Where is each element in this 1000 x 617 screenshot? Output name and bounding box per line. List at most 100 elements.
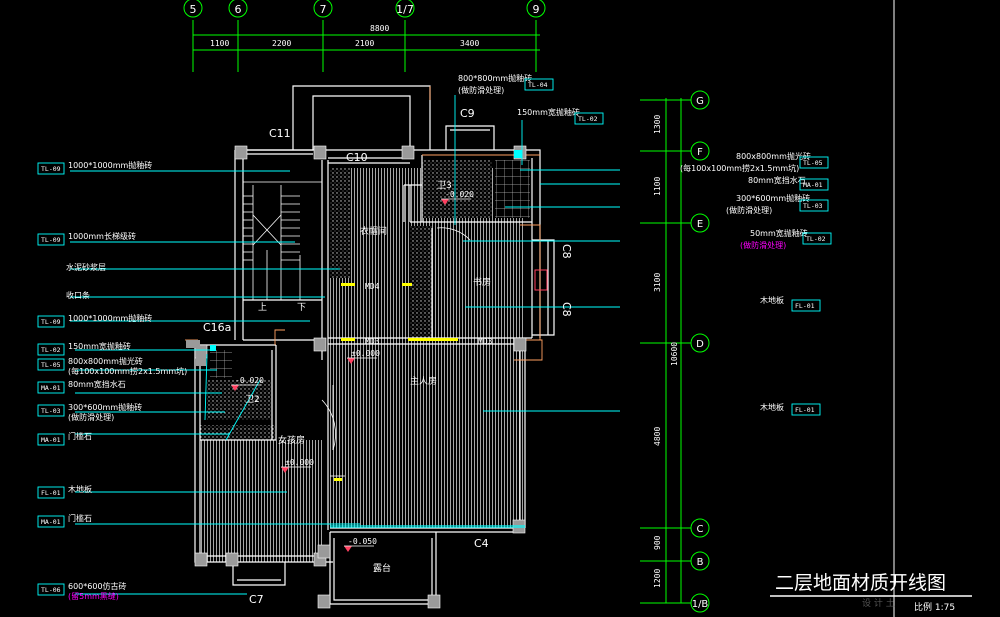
dim-seg-right-6: 1200 [653,569,662,588]
drawing-title: 二层地面材质开线图 [775,572,946,594]
leader-lines [70,95,620,595]
tag-box-right [791,299,821,312]
window-label-c8-b: C8 [560,302,573,317]
window-label-c7: C7 [249,593,264,606]
note-sub-right: (每100x100mm捞2x1.5mm坑) [680,163,799,173]
room-label-bath1: 卫3 [437,181,452,191]
axis-bubble-top [395,0,415,18]
room-label-terrace: 露台 [373,562,391,574]
level-value: -0.020 [445,190,474,199]
window-label-c8-a: C8 [560,244,573,259]
note-text-left: 600*600仿古砖 [68,581,127,591]
tag-box-right [802,232,832,245]
door-labels: MD4 MD3 MD3 [365,282,493,346]
note-text-left: 门槛石 [68,513,92,523]
window-label-c11: C11 [269,127,291,140]
axis-label-top: 6 [235,3,242,16]
tag-box-left [37,583,65,596]
tag-box-right [799,199,829,212]
dim-seg-right-4: 4800 [653,427,662,446]
room-labels: 衣帽间 书房 主人房 女孩房 露台 卫3 卫2 [245,181,491,574]
tag-label-right: TL-04 [528,81,548,89]
dim-seg-right-1: 1300 [653,115,662,134]
tag-label-left: MA-01 [41,436,61,444]
note-text-right: 300*600mm抛釉砖 [736,193,810,203]
tag-box-right [799,178,829,191]
level-value: ±0.000 [285,458,314,467]
note-text-right: 800x800mm抛光砖 [736,151,811,161]
leader-line [204,353,208,421]
room-label-study: 书房 [473,276,491,288]
tag-label-left: TL-02 [41,346,61,354]
note-text-left: 1000*1000mm抛釉砖 [68,313,152,323]
column [313,145,327,160]
wall-accents [186,150,548,528]
door-marks [334,283,458,481]
note-text-left: 300*600mm抛釉砖 [68,402,142,412]
column [225,552,239,567]
level-markers: -0.020±0.000-0.020±0.000-0.050 [231,190,474,552]
axis-bubble-top [183,0,203,18]
column [513,337,527,352]
tag-box-left [37,433,65,446]
stair-label-down: 下 [297,303,306,313]
tag-label-left: TL-03 [41,407,61,415]
tag-label-left: MA-01 [41,384,61,392]
room-label-master: 主人房 [410,375,437,387]
tag-label-left: TL-06 [41,586,61,594]
axis-bubble-top [228,0,248,18]
dim-seg-right-3: 3100 [653,273,662,292]
axis-label-right: G [696,96,704,107]
tag-box-left [37,315,65,328]
room-label-bath2: 卫2 [245,395,260,405]
tag-label-left: FL-01 [41,489,61,497]
note-text-right: 150mm宽抛釉砖 [517,107,580,117]
column [194,552,208,567]
door-swings [321,227,471,477]
note-text-left: 80mm宽挡水石 [68,379,126,389]
tag-box-right [791,403,821,416]
note-text-left: 收口条 [66,290,90,300]
stairs [243,181,322,300]
room-label-closet: 衣帽间 [360,225,387,237]
column [234,145,248,160]
note-text-left: 800x800mm抛光砖 [68,356,143,366]
tag-box-left [37,343,65,356]
level-triangle [347,358,355,364]
axis-label-right: B [697,557,704,568]
tag-box-left [37,162,65,175]
note-sub-right: (做防滑处理) [726,205,772,215]
tag-label-right: FL-01 [795,302,815,310]
top-dimension-block [192,20,540,72]
dim-seg-top-3: 2100 [355,39,374,48]
note-text-right: 木地板 [760,295,784,305]
note-sub-right: (做防滑处理) [740,240,786,250]
note-sub-left: (每100x100mm捞2x1.5mm坑) [68,366,187,376]
level-value: -0.050 [348,537,377,546]
column [317,594,331,609]
drawing-scale: 比例 1:75 [914,601,955,613]
dim-seg-top-1: 1100 [210,39,229,48]
note-text-right: 木地板 [760,402,784,412]
axis-label-right: D [696,339,704,350]
axis-label-right: C [697,524,704,535]
tag-label-right: TL-02 [578,115,598,123]
dim-seg-top-4: 3400 [460,39,479,48]
note-text-left: 150mm宽抛釉砖 [68,341,131,351]
axis-label-right: F [697,147,703,158]
level-triangle [344,546,352,552]
level-value: -0.020 [235,376,264,385]
door-label-md3-b: MD3 [478,337,493,346]
axis-bubble-top [313,0,333,18]
window-label-c16a: C16a [203,321,231,334]
note-text-left: 1000mm长梯级砖 [68,231,136,241]
tag-label-left: TL-05 [41,361,61,369]
level-triangle [441,199,449,205]
door-label-md4: MD4 [365,282,380,291]
level-triangle [281,467,289,473]
door-label-md3-a: MD3 [365,337,380,346]
